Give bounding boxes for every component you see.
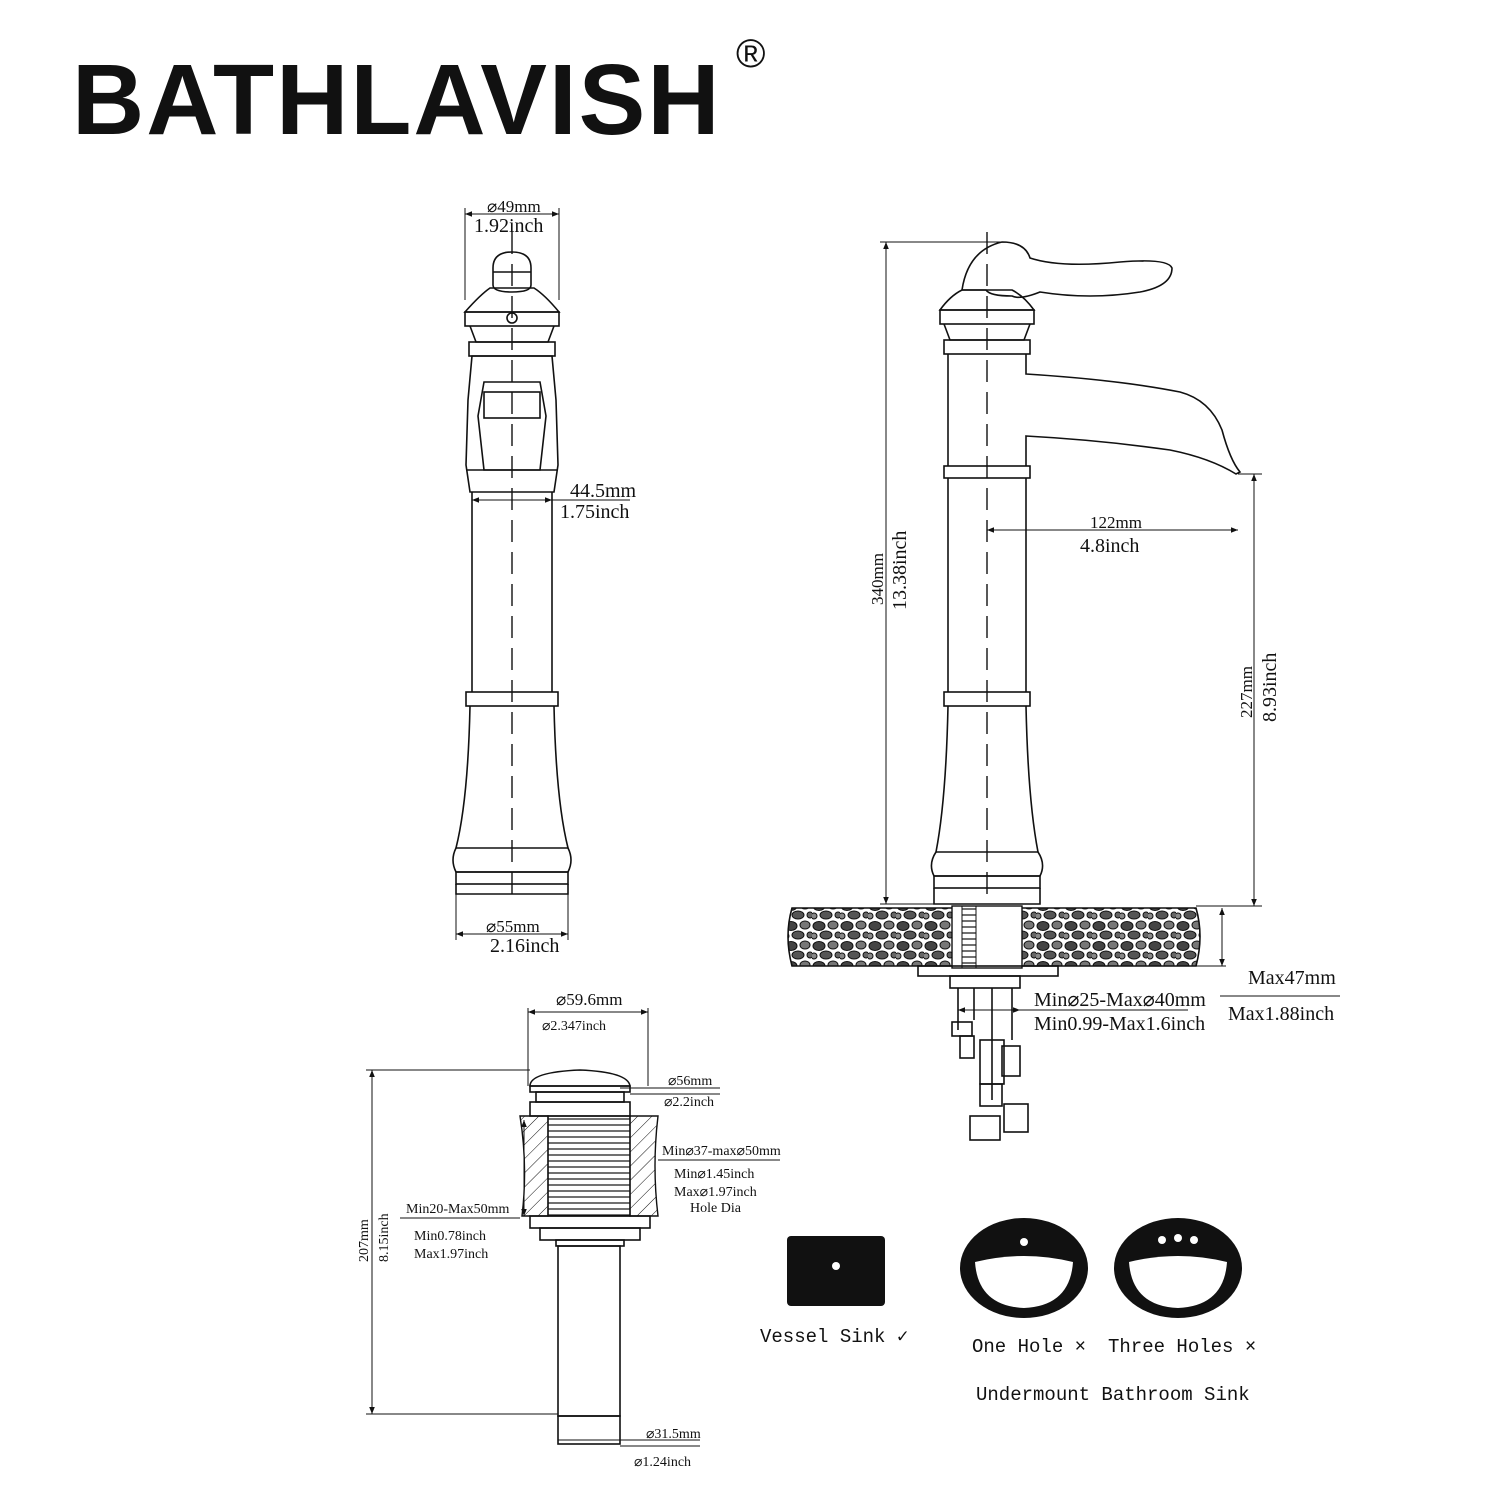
one-hole-sink-icon <box>960 1218 1088 1318</box>
front-hole-mm: Min⌀25-Max⌀40mm <box>1034 989 1206 1011</box>
drain-flange-dia-mm: ⌀56mm <box>668 1074 712 1089</box>
pop-up-drain <box>519 1069 659 1445</box>
front-height-in: 13.38inch <box>889 531 911 610</box>
side-top-dia-mm: ⌀49mm <box>487 197 541 216</box>
front-reach-in: 4.8inch <box>1080 535 1139 557</box>
front-height-mm: 340mm <box>868 553 887 605</box>
three-holes-label: Three Holes × <box>1108 1336 1256 1358</box>
drain-length-mm: 207mm <box>357 1219 372 1262</box>
front-reach-mm: 122mm <box>1090 513 1142 532</box>
drain-pipe-dia-in: ⌀1.24inch <box>634 1455 691 1470</box>
side-top-dia-in: 1.92inch <box>474 215 543 237</box>
drain-pipe-dia-mm: ⌀31.5mm <box>646 1427 701 1442</box>
side-base-dia-in: 2.16inch <box>490 935 559 957</box>
drain-thickness-max-in: Max1.97inch <box>414 1247 488 1262</box>
drain-cap-dia-in: ⌀2.347inch <box>542 1019 606 1034</box>
side-view-faucet <box>452 208 630 940</box>
brand-logo: BATHLAVISH <box>72 44 722 156</box>
front-deck-max-mm: Max47mm <box>1248 967 1336 989</box>
front-spout-height-mm: 227mm <box>1237 666 1256 718</box>
three-holes-sink-icon <box>1114 1218 1242 1318</box>
registered-mark: ® <box>736 32 766 76</box>
undermount-label: Undermount Bathroom Sink <box>976 1384 1250 1406</box>
one-hole-label: One Hole × <box>972 1336 1086 1358</box>
drain-flange-dia-in: ⌀2.2inch <box>664 1095 714 1110</box>
drain-length-in: 8.15inch <box>377 1213 392 1262</box>
vessel-sink-label: Vessel Sink ✓ <box>760 1326 908 1348</box>
drain-hole-min-in: Min⌀1.45inch <box>674 1167 754 1182</box>
front-hole-in: Min0.99-Max1.6inch <box>1034 1013 1205 1035</box>
front-deck-max-in: Max1.88inch <box>1228 1003 1334 1025</box>
side-body-dia-in: 1.75inch <box>560 501 629 523</box>
front-spout-height-in: 8.93inch <box>1259 653 1281 722</box>
drain-hole-max-in: Max⌀1.97inch <box>674 1185 757 1200</box>
drain-hole-label: Hole Dia <box>690 1201 742 1216</box>
drain-cap-dia-mm: ⌀59.6mm <box>556 990 622 1009</box>
side-body-dia-mm: 44.5mm <box>570 480 637 502</box>
drain-hole-range-mm: Min⌀37-max⌀50mm <box>662 1144 781 1159</box>
front-view-faucet <box>930 232 1242 905</box>
drain-thickness-min-in: Min0.78inch <box>414 1229 486 1244</box>
drain-thickness-mm: Min20-Max50mm <box>406 1202 510 1217</box>
side-base-dia-mm: ⌀55mm <box>486 917 540 936</box>
vessel-sink-icon <box>787 1236 885 1306</box>
